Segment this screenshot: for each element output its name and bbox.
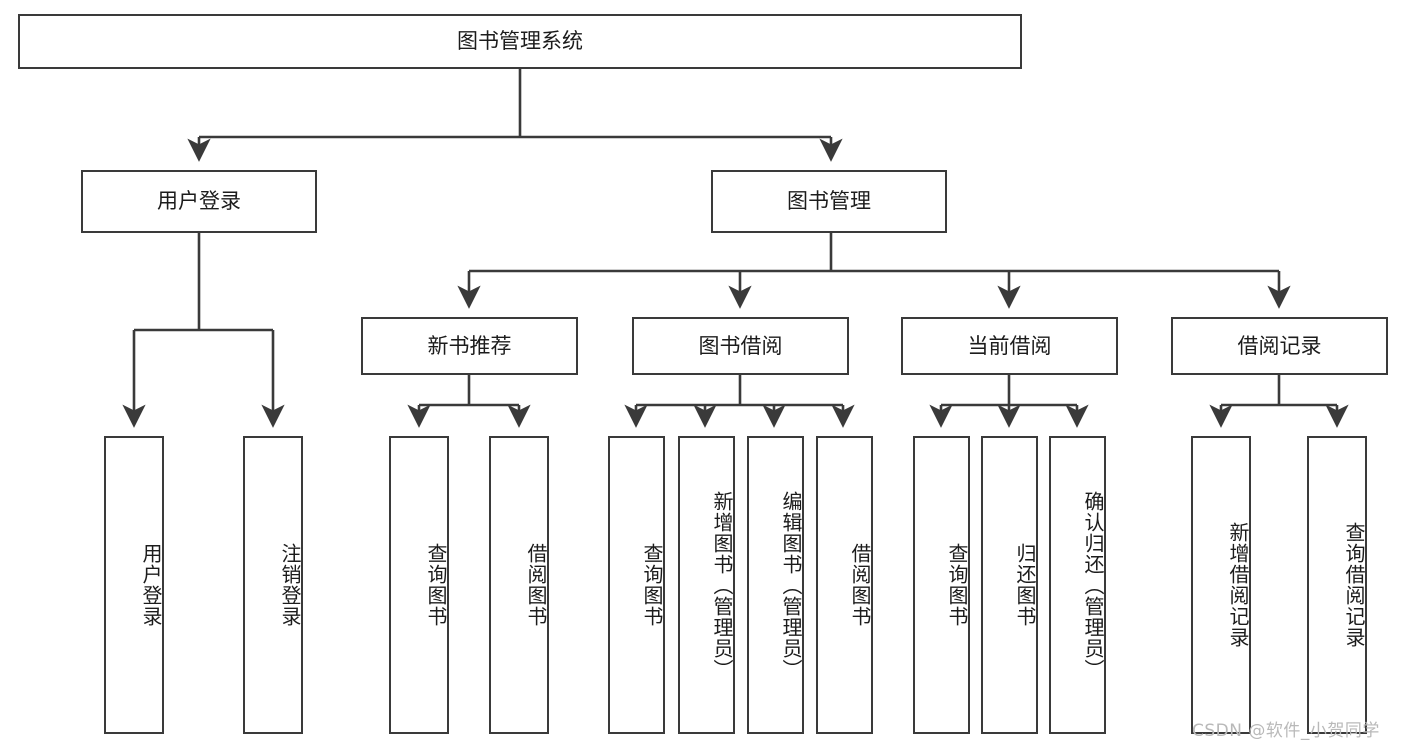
leaf-borrow-book-1[interactable]: 借阅图书: [489, 436, 549, 734]
csdn-watermark: CSDN @软件_小贺同学: [1192, 721, 1380, 741]
node-new-book-rec[interactable]: 新书推荐: [361, 317, 578, 375]
leaf-query-book-2[interactable]: 查询图书: [608, 436, 665, 734]
leaf-edit-book[interactable]: 编辑图书（管理员）: [747, 436, 804, 734]
node-root-label: 图书管理系统: [457, 29, 583, 54]
leaf-borrow-book-1-label: 借阅图书: [524, 543, 548, 627]
leaf-borrow-book-2[interactable]: 借阅图书: [816, 436, 873, 734]
leaf-query-book-1-label: 查询图书: [424, 543, 448, 627]
leaf-return-book-label: 归还图书: [1013, 543, 1037, 627]
node-user-login[interactable]: 用户登录: [81, 170, 317, 233]
node-user-login-label: 用户登录: [157, 189, 241, 214]
leaf-query-book-3[interactable]: 查询图书: [913, 436, 970, 734]
node-book-manage-label: 图书管理: [787, 189, 871, 214]
leaf-add-record[interactable]: 新增借阅记录: [1191, 436, 1251, 734]
node-borrow-record[interactable]: 借阅记录: [1171, 317, 1388, 375]
leaf-user-login[interactable]: 用户登录: [104, 436, 164, 734]
node-book-manage[interactable]: 图书管理: [711, 170, 947, 233]
leaf-user-login-label: 用户登录: [139, 543, 163, 627]
leaf-logout[interactable]: 注销登录: [243, 436, 303, 734]
leaf-confirm-return-label: 确认归还（管理员）: [1081, 490, 1105, 680]
node-borrow-record-label: 借阅记录: [1237, 333, 1322, 358]
node-current-borrow[interactable]: 当前借阅: [901, 317, 1118, 375]
node-book-borrow[interactable]: 图书借阅: [632, 317, 849, 375]
leaf-query-record[interactable]: 查询借阅记录: [1307, 436, 1367, 734]
node-new-book-rec-label: 新书推荐: [427, 333, 512, 358]
leaf-add-record-label: 新增借阅记录: [1226, 522, 1250, 648]
leaf-query-record-label: 查询借阅记录: [1342, 522, 1366, 648]
leaf-return-book[interactable]: 归还图书: [981, 436, 1038, 734]
leaf-edit-book-label: 编辑图书（管理员）: [779, 490, 803, 680]
leaf-add-book[interactable]: 新增图书（管理员）: [678, 436, 735, 734]
leaf-borrow-book-2-label: 借阅图书: [848, 543, 872, 627]
leaf-add-book-label: 新增图书（管理员）: [710, 490, 734, 680]
node-root[interactable]: 图书管理系统: [18, 14, 1022, 69]
node-book-borrow-label: 图书借阅: [698, 333, 783, 358]
leaf-logout-label: 注销登录: [278, 543, 302, 627]
leaf-query-book-2-label: 查询图书: [640, 543, 664, 627]
leaf-confirm-return[interactable]: 确认归还（管理员）: [1049, 436, 1106, 734]
node-current-borrow-label: 当前借阅: [967, 333, 1052, 358]
leaf-query-book-1[interactable]: 查询图书: [389, 436, 449, 734]
leaf-query-book-3-label: 查询图书: [945, 543, 969, 627]
